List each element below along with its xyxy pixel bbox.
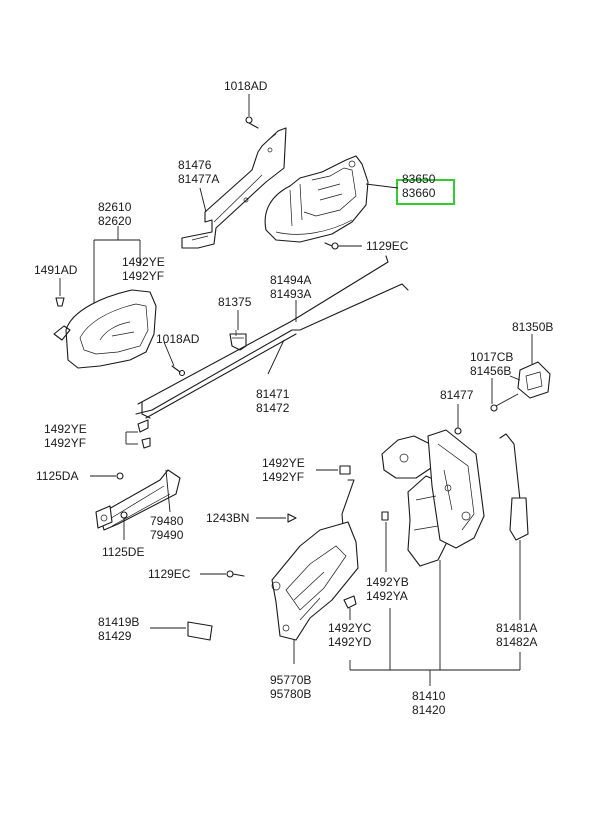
label-1491ad: 1491AD bbox=[34, 263, 78, 277]
label-81420: 81420 bbox=[412, 703, 446, 717]
label-79490: 79490 bbox=[150, 528, 184, 542]
label-81456b: 81456B bbox=[470, 364, 511, 378]
label-81476: 81476 bbox=[178, 158, 212, 172]
label-1492yf-c: 1492YF bbox=[262, 470, 304, 484]
label-1018ad-top: 1018AD bbox=[224, 79, 268, 93]
door-checker bbox=[90, 469, 181, 540]
label-1125de: 1125DE bbox=[102, 545, 144, 559]
label-1125da: 1125DA bbox=[36, 469, 78, 483]
outside-handle-bracket bbox=[181, 127, 287, 249]
leader-83650 bbox=[365, 183, 399, 189]
label-81410: 81410 bbox=[412, 689, 446, 703]
bolt-1018ad-mid bbox=[163, 341, 186, 377]
door-latch-assembly bbox=[381, 429, 485, 567]
label-81482a: 81482A bbox=[496, 635, 537, 649]
lock-rods bbox=[135, 255, 409, 419]
label-83660: 83660 bbox=[402, 186, 436, 200]
label-81494a: 81494A bbox=[270, 273, 311, 287]
bolt-1243bn bbox=[256, 513, 297, 523]
outside-door-handle bbox=[264, 155, 369, 243]
label-82610: 82610 bbox=[98, 200, 132, 214]
label-1492ye-c: 1492YE bbox=[262, 456, 305, 470]
rod-81481a bbox=[499, 433, 529, 620]
label-1492yf-b: 1492YF bbox=[44, 436, 86, 450]
label-81350b: 81350B bbox=[512, 320, 553, 334]
label-1492yf-a: 1492YF bbox=[122, 269, 164, 283]
clip-1492yb bbox=[381, 511, 389, 572]
label-95770b: 95770B bbox=[270, 673, 311, 687]
label-1492yb: 1492YB bbox=[366, 575, 409, 589]
highlight-box-83660 bbox=[396, 179, 455, 205]
label-1018ad-mid: 1018AD bbox=[156, 332, 200, 346]
bolt-1018ad-top bbox=[245, 94, 259, 129]
label-1492ye-a: 1492YE bbox=[122, 255, 165, 269]
clip-81375 bbox=[229, 310, 247, 351]
clip-1492yc bbox=[343, 595, 357, 620]
striker-81350b bbox=[490, 334, 551, 412]
label-81471: 81471 bbox=[256, 387, 290, 401]
label-81493a: 81493A bbox=[270, 287, 311, 301]
label-1129ec-top: 1129EC bbox=[366, 239, 409, 253]
label-81481a: 81481A bbox=[496, 621, 537, 635]
label-81375: 81375 bbox=[218, 295, 252, 309]
label-plate-81419b bbox=[150, 621, 213, 641]
leader-81476 bbox=[199, 187, 207, 213]
label-1129ec-low: 1129EC bbox=[148, 567, 191, 581]
label-1492yc: 1492YC bbox=[328, 621, 372, 635]
screw-1491ad bbox=[55, 278, 65, 307]
label-81472: 81472 bbox=[256, 401, 290, 415]
label-83650: 83650 bbox=[402, 172, 436, 186]
screw-81477 bbox=[454, 404, 462, 435]
label-81477a: 81477A bbox=[178, 172, 219, 186]
leader-81471 bbox=[267, 339, 285, 375]
leader-82610-group bbox=[93, 226, 141, 310]
label-79480: 79480 bbox=[150, 514, 184, 528]
label-81429: 81429 bbox=[98, 629, 132, 643]
label-1017cb: 1017CB bbox=[470, 350, 513, 364]
label-1492ya: 1492YA bbox=[366, 589, 408, 603]
label-81477: 81477 bbox=[440, 388, 474, 402]
label-1492ye-b: 1492YE bbox=[44, 422, 87, 436]
label-82620: 82620 bbox=[98, 214, 132, 228]
label-95780b: 95780B bbox=[270, 687, 311, 701]
inside-door-handle bbox=[53, 289, 157, 369]
clip-1492ye-left bbox=[125, 419, 151, 449]
clip-1492ye-mid bbox=[316, 465, 351, 475]
leader-81410-group bbox=[349, 560, 521, 686]
lock-cover-95770b bbox=[271, 479, 359, 664]
label-81419b: 81419B bbox=[98, 615, 139, 629]
label-1492yd: 1492YD bbox=[328, 635, 372, 649]
bolt-1129ec-low bbox=[200, 570, 245, 578]
label-1243bn: 1243BN bbox=[206, 511, 249, 525]
bolt-1129ec-top bbox=[324, 242, 362, 250]
